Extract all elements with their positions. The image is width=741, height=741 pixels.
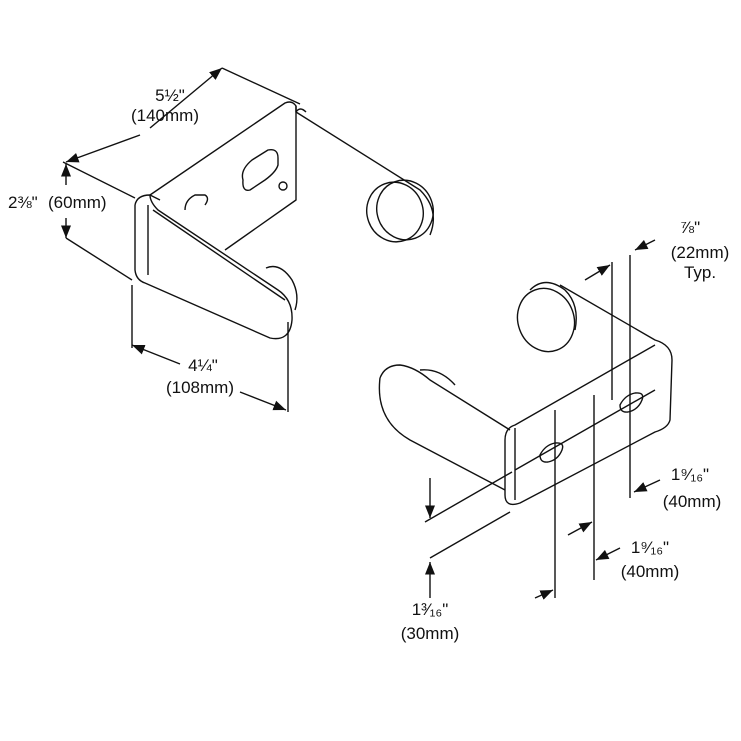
height-metric-label: (60mm) [48,193,107,212]
left-dimension-lines [60,67,301,412]
slot-offset-b-metric-label: (40mm) [620,562,680,581]
roller-imperial-label: ⅞" [679,218,701,237]
width-imperial-label: 5½" [155,86,185,105]
right-bracket [378,281,673,506]
height-imperial-label: 2⅜" [8,193,38,212]
width-metric-label: (140mm) [130,106,199,125]
slot-height-imperial-label: 1³⁄₁₆" [411,600,449,619]
depth-imperial-label: 4¼" [188,356,218,375]
left-bracket [134,101,434,340]
right-dimension-lines [424,239,661,600]
depth-metric-label: (108mm) [165,378,234,397]
slot-offset-a-imperial-label: 1⁹⁄₁₆" [670,465,710,484]
roller-metric-label: (22mm) [670,243,730,262]
slot-offset-a-metric-label: (40mm) [662,492,722,511]
slot-height-metric-label: (30mm) [400,624,460,643]
slot-offset-b-imperial-label: 1⁹⁄₁₆" [630,538,670,557]
roller-note-label: Typ. [683,263,717,282]
